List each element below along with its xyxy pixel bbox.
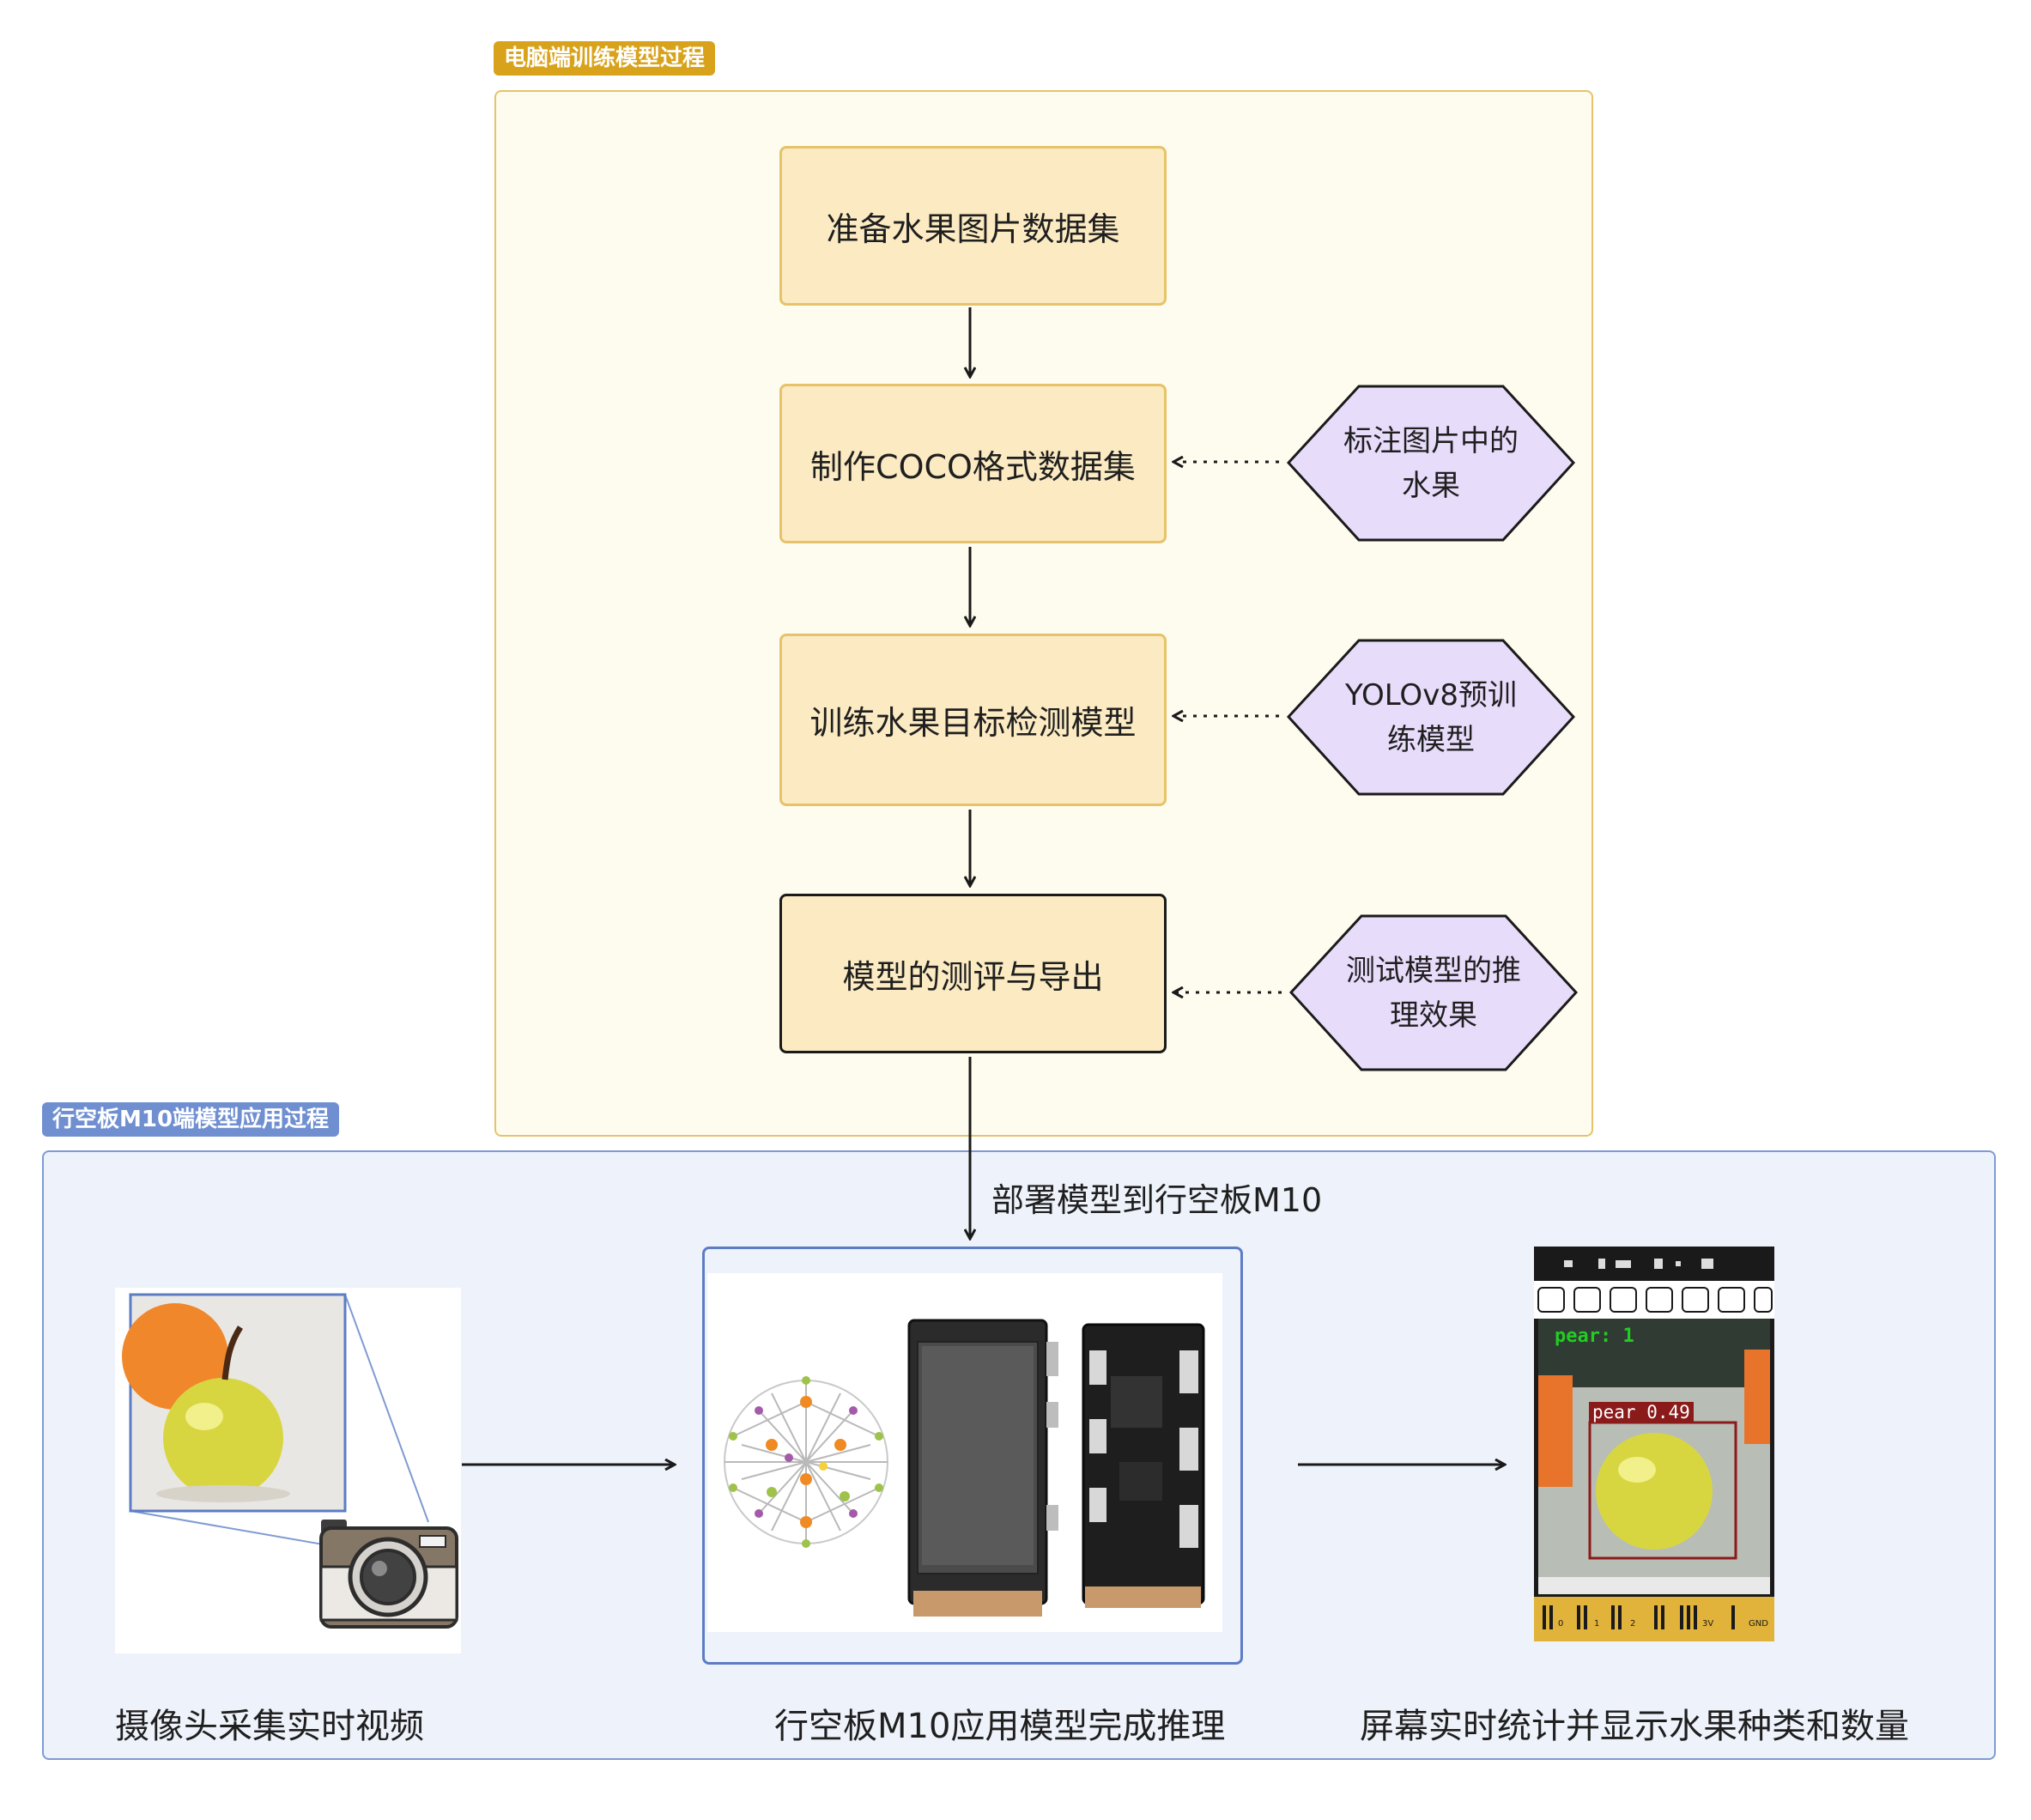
input-label: 测试模型的推 理效果	[1346, 953, 1521, 1033]
board-inference-illustration	[707, 1273, 1222, 1632]
detection-count-label: pear: 1	[1555, 1326, 1634, 1347]
network-nodes	[729, 1376, 883, 1548]
pin-label: 3V	[1702, 1619, 1714, 1629]
dotted-input-arrows	[1174, 462, 1282, 992]
screen-display-illustration: pear: 1 pear 0.49 0 1 2 3V GND	[1534, 1247, 1774, 1641]
deploy-edge-label: 部署模型到行空板M10	[991, 1181, 1323, 1219]
pin-label: 0	[1558, 1619, 1564, 1629]
stage-caption-camera: 摄像头采集实时视频	[115, 1707, 424, 1746]
hexagon-shape	[1287, 639, 1575, 796]
stage-caption-board: 行空板M10应用模型完成推理	[774, 1707, 1226, 1746]
network-and-board-image	[724, 1319, 1205, 1617]
camera-apple-image	[122, 1293, 458, 1629]
board-back	[1082, 1323, 1205, 1608]
board-front	[907, 1319, 1058, 1617]
step-evaluate-export[interactable]: 模型的测评与导出	[779, 894, 1167, 1053]
screen-image	[1534, 1247, 1774, 1641]
pin-label: 2	[1630, 1619, 1636, 1629]
pin-label: GND	[1749, 1619, 1768, 1629]
pin-label: 1	[1594, 1619, 1600, 1629]
input-annotate-fruit[interactable]: 标注图片中的 水果	[1287, 384, 1575, 543]
stage-caption-screen: 屏幕实时统计并显示水果种类和数量	[1360, 1707, 1909, 1746]
deploy-group-label: 行空板M10端模型应用过程	[42, 1102, 340, 1137]
hexagon-shape	[1289, 914, 1578, 1071]
step-prepare-dataset[interactable]: 准备水果图片数据集	[779, 146, 1167, 306]
step-train-model[interactable]: 训练水果目标检测模型	[779, 634, 1167, 806]
input-yolov8-pretrained[interactable]: YOLOv8预训 练模型	[1287, 638, 1575, 797]
step-label: 模型的测评与导出	[842, 957, 1104, 996]
input-test-inference[interactable]: 测试模型的推 理效果	[1289, 913, 1578, 1072]
training-group-label: 电脑端训练模型过程	[494, 41, 716, 76]
step-make-coco-dataset[interactable]: 制作COCO格式数据集	[779, 384, 1167, 543]
input-label: 标注图片中的 水果	[1343, 423, 1519, 503]
step-label: 准备水果图片数据集	[826, 209, 1120, 248]
flow-arrows	[462, 307, 1504, 1465]
input-label: YOLOv8预训 练模型	[1345, 677, 1517, 757]
pin-labels: 0 1 2 3V GND	[1534, 1619, 1774, 1638]
hexagon-shape	[1287, 385, 1575, 542]
camera-capture-illustration	[115, 1288, 461, 1653]
step-label: 制作COCO格式数据集	[810, 447, 1136, 486]
detection-box-label: pear 0.49	[1589, 1402, 1694, 1423]
step-label: 训练水果目标检测模型	[809, 704, 1137, 742]
